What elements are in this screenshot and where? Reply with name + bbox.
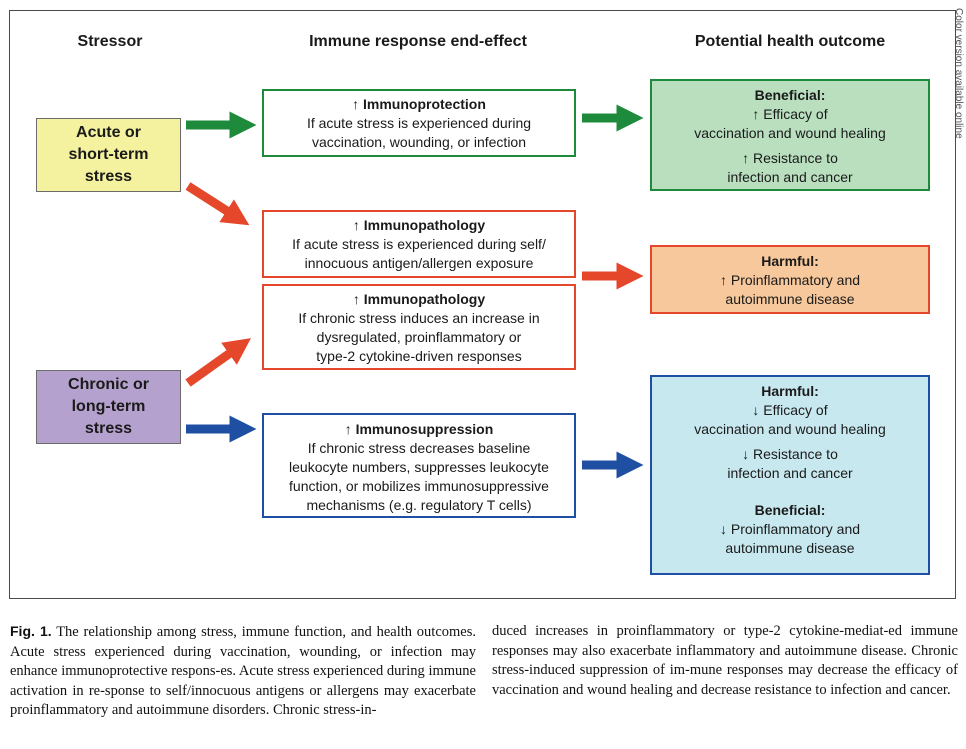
caption-text-1: The relationship among stress, immune fu… [10, 624, 477, 718]
immunopathology-acute-box: ↑ Immunopathology If acute stress is exp… [262, 210, 576, 278]
immunosuppression-line1: If chronic stress decreases baseline [307, 440, 531, 456]
mixed-beneficial-title: Beneficial: [754, 502, 826, 518]
beneficial-outcome-box: Beneficial: ↑ Efficacy of vaccination an… [650, 79, 930, 191]
arrow-acute-to-immunopathology [185, 182, 250, 226]
caption-label: Fig. 1. [10, 623, 52, 639]
immunosuppression-line2: leukocyte numbers, suppresses leukocyte [289, 459, 549, 475]
immunopathology-acute-line2: innocuous antigen/allergen exposure [304, 255, 534, 271]
immunoprotection-line2: vaccination, wounding, or infection [311, 134, 527, 150]
mixed-harmful-line1: ↓ Efficacy of [752, 402, 828, 418]
beneficial-outcome-title: Beneficial: [754, 87, 826, 103]
header-health-outcome: Potential health outcome [694, 33, 886, 50]
header-stressor: Stressor [77, 33, 143, 50]
immunopathology-acute-title: ↑ Immunopathology [352, 217, 486, 233]
beneficial-outcome-line3: ↑ Resistance to [742, 150, 838, 166]
acute-stress-line2: short-term [68, 146, 149, 163]
arrows-layer [185, 104, 644, 479]
mixed-harmful-title: Harmful: [761, 383, 819, 399]
immunosuppression-line4: mechanisms (e.g. regulatory T cells) [306, 497, 532, 513]
immunopathology-chronic-box: ↑ Immunopathology If chronic stress indu… [262, 284, 576, 370]
arrow-chronic-to-immunopathology [185, 338, 251, 387]
chronic-stress-box: Chronic or long-term stress [36, 370, 181, 444]
chronic-stress-line1: Chronic or [68, 376, 149, 393]
mixed-beneficial-line1: ↓ Proinflammatory and [719, 521, 861, 537]
header-immune-response: Immune response end-effect [309, 33, 527, 50]
figure-frame [9, 10, 956, 599]
mixed-beneficial-line2: autoimmune disease [725, 540, 855, 556]
immunopathology-chronic-line2: dysregulated, proinflammatory or [316, 329, 522, 345]
harmful-outcome-box: Harmful: ↑ Proinflammatory and autoimmun… [650, 245, 930, 314]
harmful-outcome-line2: autoimmune disease [725, 291, 855, 307]
mixed-harmful-line3: ↓ Resistance to [742, 446, 838, 462]
immunopathology-chronic-line3: type-2 cytokine-driven responses [316, 348, 522, 364]
beneficial-outcome-line1: ↑ Efficacy of [752, 106, 828, 122]
acute-stress-line3: stress [84, 168, 133, 185]
immunoprotection-line1: If acute stress is experienced during [306, 115, 532, 131]
chronic-stress-line2: long-term [71, 398, 146, 415]
chronic-stress-line3: stress [84, 420, 133, 437]
immunosuppression-line3: function, or mobilizes immunosuppressive [289, 478, 549, 494]
harmful-outcome-line1: ↑ Proinflammatory and [719, 272, 861, 288]
caption-column-2: duced increases in proinflammatory or ty… [492, 622, 958, 700]
immunoprotection-box: ↑ Immunoprotection If acute stress is ex… [262, 89, 576, 157]
mixed-outcome-box: Harmful: ↓ Efficacy of vaccination and w… [650, 375, 930, 575]
immunosuppression-box: ↑ Immunosuppression If chronic stress de… [262, 413, 576, 518]
immunopathology-chronic-line1: If chronic stress induces an increase in [298, 310, 540, 326]
beneficial-outcome-line2: vaccination and wound healing [694, 125, 886, 141]
caption-column-1: Fig. 1. The relationship among stress, i… [10, 622, 476, 721]
acute-stress-box: Acute or short-term stress [36, 118, 181, 192]
immunopathology-chronic-title: ↑ Immunopathology [352, 291, 486, 307]
mixed-harmful-line4: infection and cancer [727, 465, 853, 481]
beneficial-outcome-line4: infection and cancer [727, 169, 853, 185]
immunopathology-acute-line1: If acute stress is experienced during se… [292, 236, 546, 252]
immunosuppression-title: ↑ Immunosuppression [344, 421, 494, 437]
caption-text-2: duced increases in proinflammatory or ty… [492, 623, 958, 698]
harmful-outcome-title: Harmful: [761, 253, 819, 269]
immunoprotection-title: ↑ Immunoprotection [352, 96, 486, 112]
mixed-harmful-line2: vaccination and wound healing [694, 421, 886, 437]
acute-stress-line1: Acute or [76, 124, 141, 141]
